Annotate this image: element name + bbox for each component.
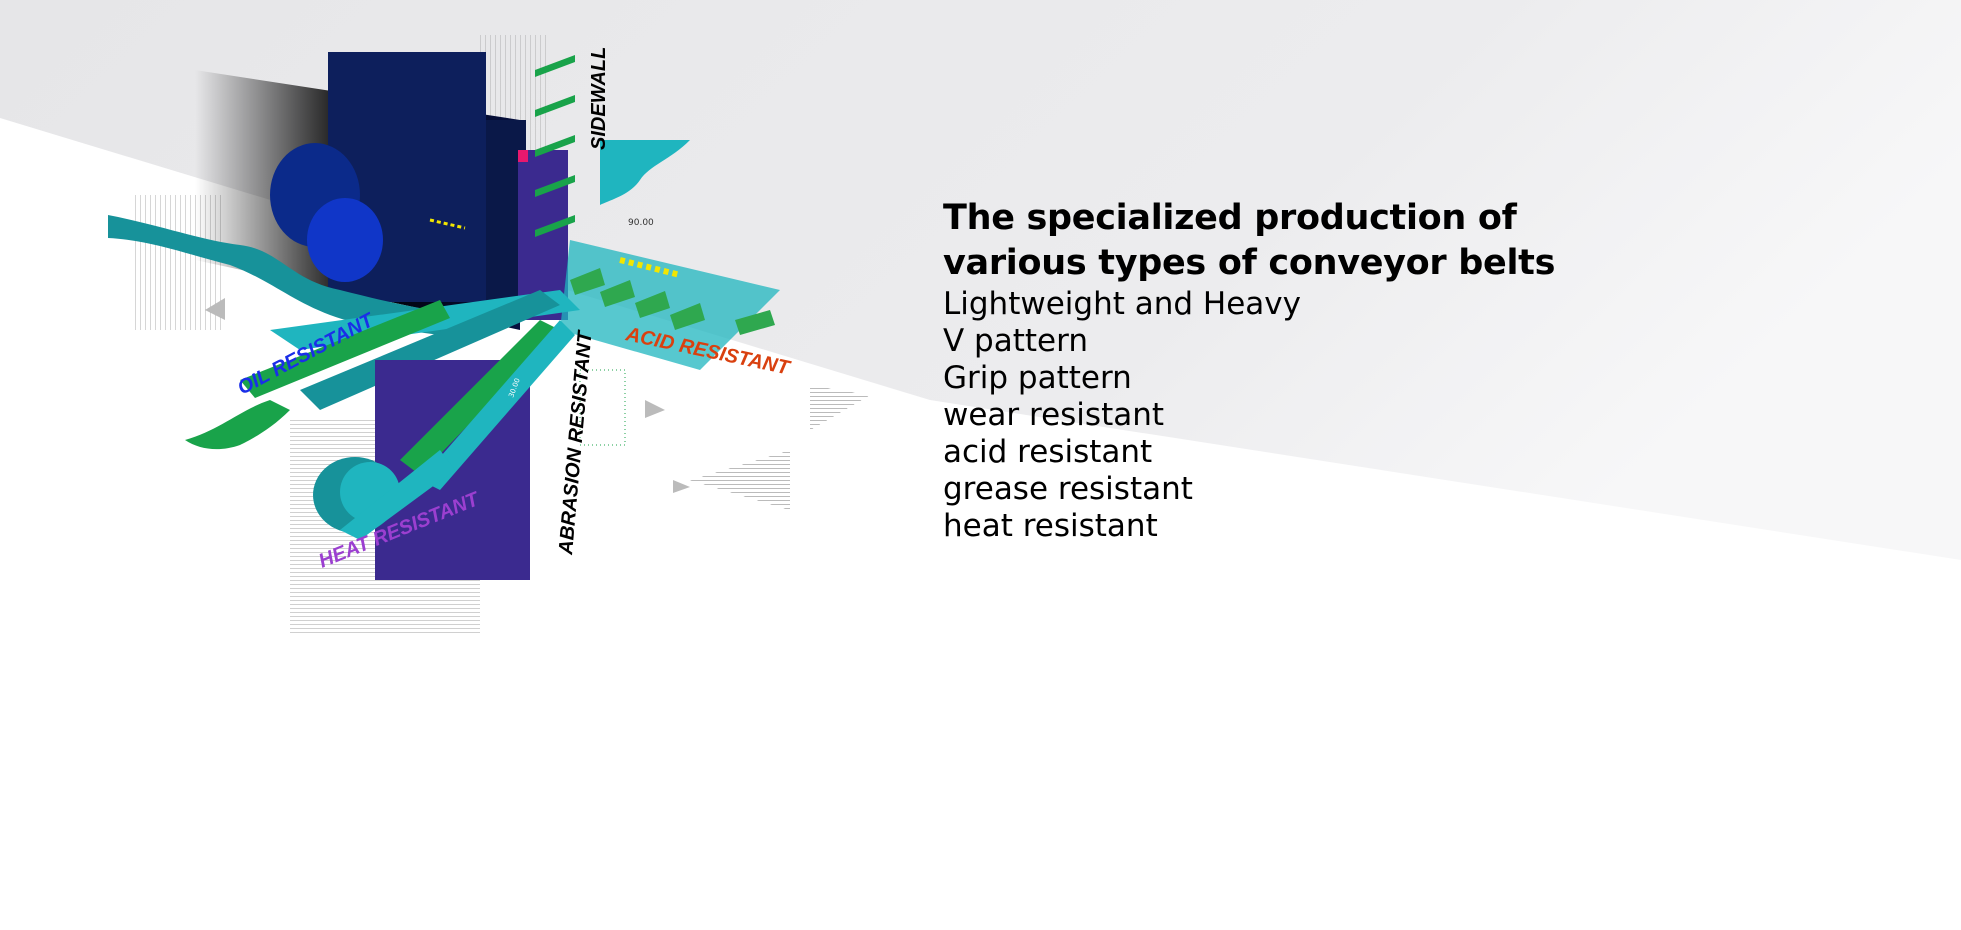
green-cleats: [570, 268, 775, 335]
teal-sheet: [560, 240, 780, 370]
sidewall-cleats: [535, 55, 575, 237]
oil-belt: [240, 300, 450, 398]
feature-item: Lightweight and Heavy: [943, 286, 1301, 322]
conveyor-belt-illustration: SIDEWALL OIL RESISTANT ACID RESISTANT AB…: [108, 35, 870, 635]
feature-item: grease resistant: [943, 471, 1193, 507]
teal-belt-right: [600, 140, 690, 205]
feature-list: Lightweight and Heavy V pattern Grip pat…: [943, 286, 1555, 545]
pink-accent: [518, 150, 528, 162]
headline: The specialized production of various ty…: [943, 196, 1555, 286]
feature-item: heat resistant: [943, 508, 1158, 544]
feature-item: Grip pattern: [943, 360, 1132, 396]
headline-line-2: various types of conveyor belts: [943, 243, 1556, 283]
feature-item: acid resistant: [943, 434, 1153, 470]
drum: [307, 198, 383, 282]
feature-item: V pattern: [943, 323, 1088, 359]
teal-incline: [420, 320, 575, 490]
feature-item: wear resistant: [943, 397, 1165, 433]
v-pattern-belt: [400, 320, 560, 475]
gray-triangle: [645, 400, 665, 418]
headline-line-1: The specialized production of: [943, 198, 1517, 238]
gray-triangle: [673, 480, 690, 493]
hero-copy: The specialized production of various ty…: [943, 196, 1555, 545]
inclined-belt: [300, 290, 560, 410]
hatch-triangle: [690, 450, 790, 510]
hatch-triangle: [810, 385, 870, 430]
label-abrasion-resistant: ABRASION RESISTANT: [555, 329, 597, 557]
angle-90: 90.00: [628, 218, 654, 228]
heat-belt: [340, 450, 455, 540]
teal-belt-wave: [108, 215, 470, 340]
hazard-stripe: [619, 257, 681, 278]
hazard-stripe: [429, 218, 466, 230]
label-sidewall: SIDEWALL: [588, 47, 610, 150]
gray-triangle: [205, 298, 225, 320]
green-belt-wave: [185, 400, 290, 450]
